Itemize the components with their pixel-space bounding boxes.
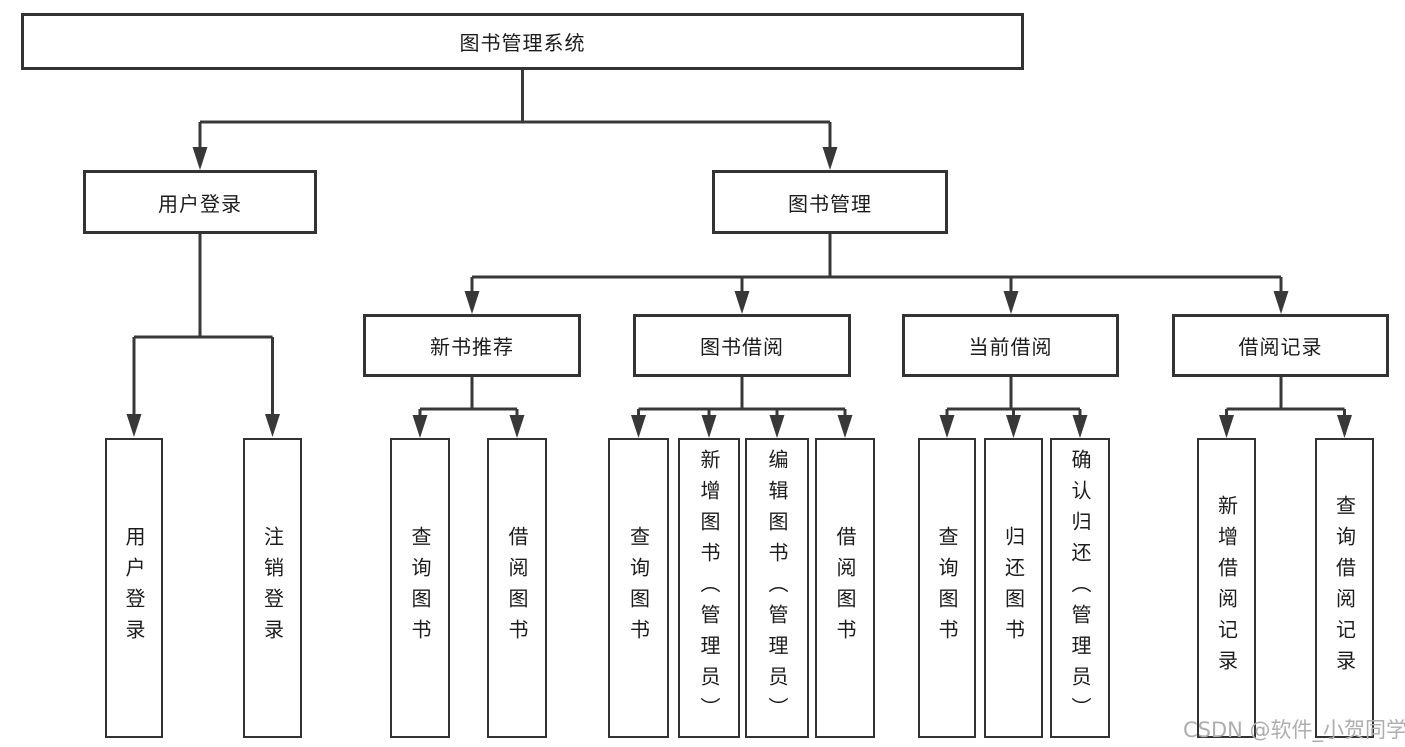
leaf-user-login-label: 用户登录 [122, 526, 146, 650]
leaf-current-query-books-label: 查询图书 [935, 526, 959, 650]
leaf-recommend-borrow-books: 借阅图书 [487, 438, 547, 738]
node-user-login: 用户登录 [83, 170, 317, 234]
arrow-down-icon [939, 415, 955, 438]
arrow-down-icon [1006, 415, 1021, 438]
node-current-borrow-label: 当前借阅 [968, 335, 1053, 359]
leaf-user-login: 用户登录 [105, 438, 163, 738]
leaf-recommend-query-books: 查询图书 [390, 438, 450, 738]
arrow-down-icon [769, 415, 785, 438]
node-borrow-records: 借阅记录 [1172, 314, 1389, 377]
node-book-management: 图书管理 [712, 170, 948, 234]
leaf-borrow-borrow-books-label: 借阅图书 [833, 526, 857, 650]
node-root: 图书管理系统 [21, 13, 1024, 70]
leaf-records-query-record-label: 查询借阅记录 [1332, 495, 1357, 681]
leaf-records-query-record: 查询借阅记录 [1315, 438, 1374, 738]
leaf-records-add-record-label: 新增借阅记录 [1214, 495, 1239, 681]
leaf-current-return-books-label: 归还图书 [1001, 526, 1026, 650]
node-book-borrow-label: 图书借阅 [700, 335, 784, 359]
arrow-down-icon [701, 415, 717, 438]
leaf-current-confirm-return-admin-label: 确认归还（管理员） [1068, 448, 1092, 728]
node-root-label: 图书管理系统 [459, 31, 586, 55]
arrow-down-icon [631, 415, 646, 438]
leaf-current-query-books: 查询图书 [918, 438, 976, 738]
leaf-recommend-query-books-label: 查询图书 [408, 526, 432, 650]
leaf-records-add-record: 新增借阅记录 [1197, 438, 1256, 738]
node-new-book-recommend: 新书推荐 [363, 314, 581, 377]
arrow-down-icon [509, 415, 525, 438]
arrow-down-icon [192, 147, 208, 170]
leaf-logout-label: 注销登录 [260, 526, 285, 650]
node-new-book-recommend-label: 新书推荐 [430, 335, 514, 359]
arrow-down-icon [126, 414, 142, 437]
node-book-management-label: 图书管理 [788, 191, 872, 216]
arrow-down-icon [1003, 291, 1019, 314]
arrow-down-icon [837, 415, 853, 438]
connector-path [132, 70, 1346, 417]
node-user-login-label: 用户登录 [158, 191, 242, 216]
arrow-down-icon [822, 147, 838, 170]
leaf-logout: 注销登录 [243, 438, 302, 738]
leaf-borrow-query-books-label: 查询图书 [626, 526, 651, 650]
leaf-borrow-query-books: 查询图书 [608, 438, 669, 738]
leaf-borrow-add-books-admin-label: 新增图书（管理员） [697, 448, 721, 728]
arrowheads [126, 147, 1352, 438]
node-current-borrow: 当前借阅 [902, 314, 1119, 377]
leaf-borrow-add-books-admin: 新增图书（管理员） [678, 438, 740, 738]
arrow-down-icon [265, 414, 280, 437]
arrow-down-icon [1273, 291, 1289, 314]
arrow-down-icon [464, 291, 480, 314]
csdn-watermark: CSDN @软件_小贺同学 [1183, 718, 1405, 742]
arrow-down-icon [1337, 415, 1352, 438]
arrow-down-icon [1072, 415, 1088, 438]
leaf-current-return-books: 归还图书 [984, 438, 1043, 738]
arrow-down-icon [412, 415, 428, 438]
leaf-borrow-edit-books-admin-label: 编辑图书（管理员） [765, 448, 789, 728]
leaf-borrow-edit-books-admin: 编辑图书（管理员） [745, 438, 809, 738]
arrow-down-icon [734, 291, 750, 314]
node-borrow-records-label: 借阅记录 [1238, 335, 1323, 359]
leaf-current-confirm-return-admin: 确认归还（管理员） [1050, 438, 1110, 738]
arrow-down-icon [1219, 415, 1234, 438]
leaf-borrow-borrow-books: 借阅图书 [815, 438, 875, 738]
leaf-recommend-borrow-books-label: 借阅图书 [505, 526, 529, 650]
node-book-borrow: 图书借阅 [633, 314, 851, 377]
